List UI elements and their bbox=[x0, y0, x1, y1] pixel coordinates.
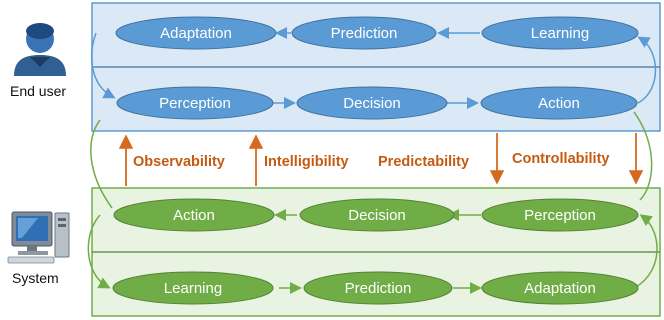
system-node-learning-label: Learning bbox=[164, 280, 222, 297]
user-node-action bbox=[480, 86, 638, 120]
observability-label: Observability bbox=[133, 154, 225, 170]
system-node-prediction bbox=[303, 271, 453, 305]
system-node-action bbox=[113, 198, 275, 232]
system-node-adaptation bbox=[481, 271, 639, 305]
end-user-icon bbox=[14, 23, 66, 76]
system-node-adaptation-label: Adaptation bbox=[524, 280, 596, 297]
system-label: System bbox=[12, 270, 59, 286]
system-loop-right-arrow bbox=[635, 214, 658, 288]
user-node-action-label: Action bbox=[538, 95, 580, 112]
cross-loop-right-arrow bbox=[633, 111, 653, 201]
predictability-label: Predictability bbox=[378, 154, 469, 170]
cross-loop-left-arrow bbox=[90, 119, 113, 209]
system-loop-left-arrow bbox=[87, 214, 111, 289]
user-node-perception bbox=[116, 86, 274, 120]
system-node-action-label: Action bbox=[173, 207, 215, 224]
user-node-adaptation-label: Adaptation bbox=[160, 25, 232, 42]
user-node-learning-label: Learning bbox=[531, 25, 589, 42]
computer-icon bbox=[7, 211, 70, 264]
user-node-learning bbox=[481, 16, 639, 50]
system-node-decision-label: Decision bbox=[348, 207, 406, 224]
user-node-perception-label: Perception bbox=[159, 95, 231, 112]
controllability-label: Controllability bbox=[512, 151, 609, 167]
system-node-decision bbox=[299, 198, 455, 232]
end-user-label: End user bbox=[10, 83, 67, 99]
intelligibility-label: Intelligibility bbox=[264, 154, 349, 170]
system-node-learning bbox=[112, 271, 274, 305]
user-loop-right-arrow bbox=[637, 36, 657, 104]
system-node-prediction-label: Prediction bbox=[345, 280, 412, 297]
user-loop-left-arrow bbox=[90, 32, 116, 99]
user-node-prediction bbox=[291, 16, 437, 50]
system-node-perception bbox=[481, 198, 639, 232]
user-node-prediction-label: Prediction bbox=[331, 25, 398, 42]
user-node-decision bbox=[296, 86, 448, 120]
user-node-decision-label: Decision bbox=[343, 95, 401, 112]
user-node-adaptation bbox=[115, 16, 277, 50]
system-node-perception-label: Perception bbox=[524, 207, 596, 224]
